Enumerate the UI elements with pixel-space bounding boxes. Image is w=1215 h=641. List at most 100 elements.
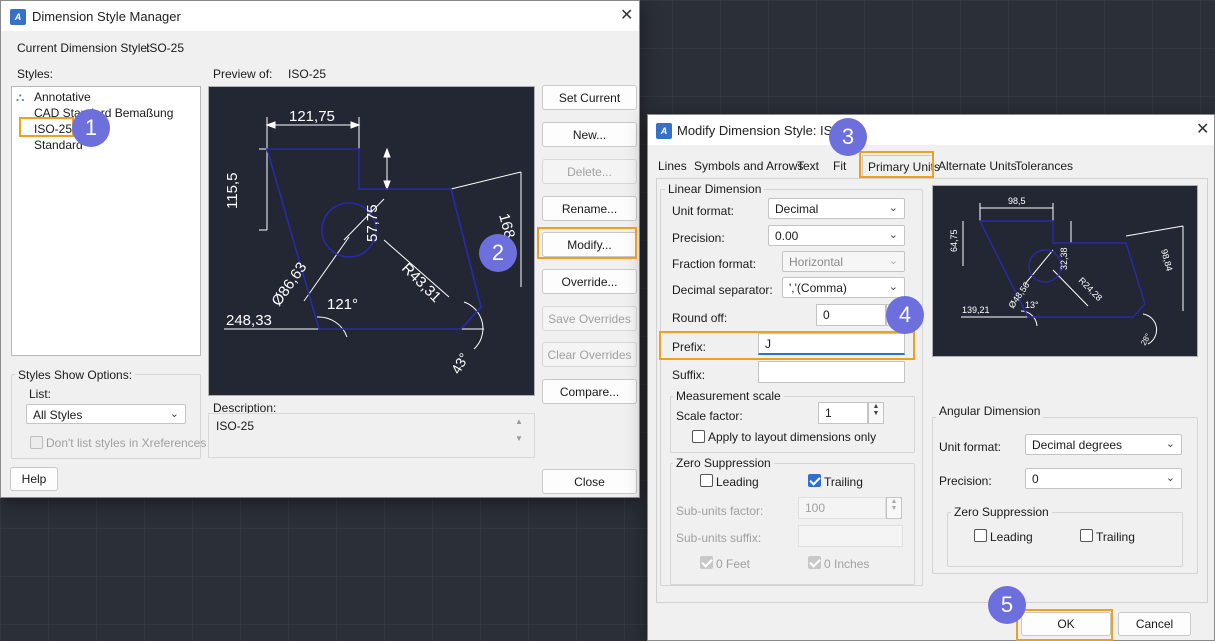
angular-precision-value: 0 [1032,472,1039,486]
angular-dimension-label: Angular Dimension [936,404,1044,418]
tab-alternate-units[interactable]: Alternate Units [938,159,1017,173]
prefix-input[interactable]: J [758,333,905,355]
dsm-dim-diameter: Ø86,63 [268,259,310,309]
round-off-label: Round off: [672,311,728,325]
precision-label: Precision: [672,231,725,245]
unit-format-dropdown[interactable]: Decimal ⌄ [768,198,905,219]
dsm-dim-angle: 121° [327,296,358,313]
xref-checkbox[interactable] [30,436,43,449]
description-scroll-down-icon: ▼ [515,434,523,443]
apply-layout-checkbox[interactable] [692,430,705,443]
precision-dropdown[interactable]: 0.00 ⌄ [768,225,905,246]
scale-factor-spinner[interactable]: ▲▼ [868,402,884,424]
new-button[interactable]: New... [542,122,637,147]
clear-overrides-button[interactable]: Clear Overrides [542,342,637,367]
unit-format-label: Unit format: [672,204,735,218]
suffix-input[interactable] [758,361,905,383]
angular-leading-label: Leading [990,530,1033,544]
trailing-checkbox[interactable] [808,474,821,487]
fraction-format-dropdown[interactable]: Horizontal ⌄ [782,251,905,272]
ok-button[interactable]: OK [1021,612,1111,636]
app-icon: A [656,123,672,139]
suffix-label: Suffix: [672,368,706,382]
scale-factor-input[interactable]: 1 [818,402,868,424]
decimal-separator-label: Decimal separator: [672,283,773,297]
compare-button[interactable]: Compare... [542,379,637,404]
mds-title: Modify Dimension Style: ISO- [677,123,847,138]
decimal-separator-value: ','(Comma) [789,281,847,295]
apply-layout-label: Apply to layout dimensions only [708,430,877,444]
leading-label: Leading [716,475,759,489]
tab-text[interactable]: Text [797,159,820,173]
dsm-titlebar: A Dimension Style Manager ✕ [1,1,639,31]
feet-checkbox[interactable] [700,556,713,569]
dsm-dim-top: 121,75 [289,108,335,125]
sub-units-factor-spinner[interactable]: ▲▼ [886,497,902,519]
sub-units-suffix-label: Sub-units suffix: [676,531,762,545]
angular-dimension-group [932,417,1198,574]
styles-show-options-label: Styles Show Options: [15,368,136,382]
mds-preview-drawing: 98,5 64,75 32,38 98,84 Ø48,56 R24,28 13°… [949,196,1184,347]
dsm-dim-angle2: 43° [448,350,472,376]
close-button[interactable]: Close [542,469,637,494]
decimal-separator-dropdown[interactable]: ','(Comma) ⌄ [782,277,905,298]
mds-dim-left: 64,75 [949,229,959,252]
modify-button[interactable]: Modify... [542,232,637,257]
dsm-dim-center: 57,75 [364,204,381,242]
description-label: Description: [213,401,277,415]
mds-dim-right: 98,84 [1159,248,1174,272]
zero-suppression-label: Zero Suppression [673,456,774,470]
tab-primary-units[interactable]: Primary Units [862,155,940,179]
dsm-close-icon[interactable]: ✕ [620,7,634,24]
set-current-button[interactable]: Set Current [542,85,637,110]
angular-precision-label: Precision: [939,474,992,488]
sub-units-suffix-input[interactable] [798,525,903,547]
description-box: ISO-25 ▲ ▼ [208,413,535,458]
angular-unit-format-dropdown[interactable]: Decimal degrees ⌄ [1025,434,1182,455]
angular-precision-dropdown[interactable]: 0 ⌄ [1025,468,1182,489]
rename-button[interactable]: Rename... [542,196,637,221]
linear-dimension-label: Linear Dimension [665,182,765,196]
chevron-down-icon: ⌄ [1165,472,1175,484]
tab-fit[interactable]: Fit [833,159,847,173]
sub-units-factor-input[interactable]: 100 [798,497,886,519]
tab-lines[interactable]: Lines [658,159,687,173]
style-item-annotative[interactable]: Annotative [34,90,91,104]
angular-trailing-checkbox[interactable] [1080,529,1093,542]
save-overrides-button[interactable]: Save Overrides [542,306,637,331]
mds-close-icon[interactable]: ✕ [1196,121,1210,138]
angular-leading-checkbox[interactable] [974,529,987,542]
tab-tolerances[interactable]: Tolerances [1015,159,1074,173]
leading-checkbox[interactable] [700,474,713,487]
step-badge-3: 3 [829,118,867,156]
measurement-scale-label: Measurement scale [673,389,784,403]
measurement-scale-group [670,396,915,453]
tab-symbols-arrows[interactable]: Symbols and Arrows [694,159,804,173]
unit-format-value: Decimal [775,202,819,216]
description-value: ISO-25 [216,419,255,433]
round-off-input[interactable]: 0 [816,304,886,326]
mds-titlebar: A Modify Dimension Style: ISO- ✕ [648,115,1214,145]
style-item-standard[interactable]: Standard [34,138,83,152]
cancel-button[interactable]: Cancel [1118,612,1191,636]
chevron-down-icon: ⌄ [888,202,898,214]
fraction-format-label: Fraction format: [672,257,757,271]
xref-label: Don't list styles in Xreferences [46,436,207,450]
preview-of-value: ISO-25 [288,67,327,81]
styles-label: Styles: [17,67,54,81]
delete-button[interactable]: Delete... [542,159,637,184]
current-style-value: ISO-25 [146,41,185,55]
tab-content-border [656,178,1208,603]
override-button[interactable]: Override... [542,269,637,294]
dimension-style-manager-dialog: A Dimension Style Manager ✕ Current Dime… [0,0,640,498]
list-dropdown[interactable]: All Styles ⌄ [26,404,186,424]
chevron-down-icon: ⌄ [888,255,898,267]
modify-dimension-style-dialog: A Modify Dimension Style: ISO- ✕ Lines S… [647,114,1215,641]
help-button[interactable]: Help [10,467,58,491]
dsm-dim-base: 248,33 [226,312,272,329]
inches-checkbox[interactable] [808,556,821,569]
chevron-down-icon: ⌄ [888,229,898,241]
style-item-iso-25[interactable]: ISO-25 [34,122,73,136]
fraction-format-value: Horizontal [789,255,844,269]
mds-dim-angle: 13° [1025,300,1039,310]
